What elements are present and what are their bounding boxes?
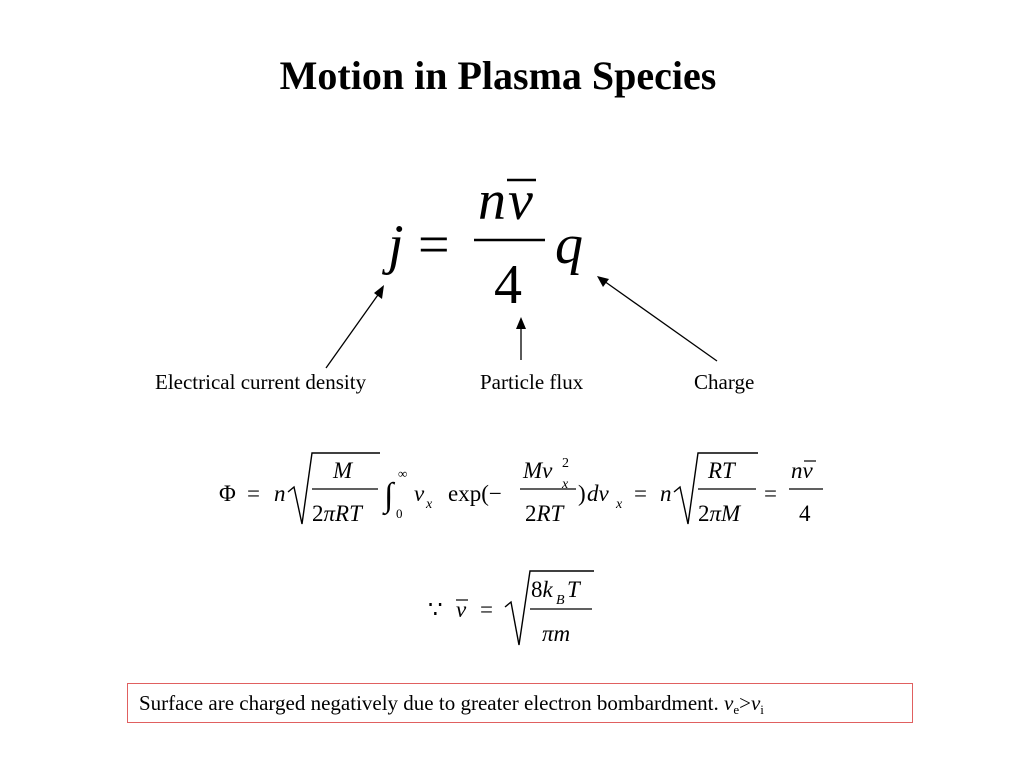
label-particle-flux: Particle flux bbox=[480, 370, 584, 394]
subscript-e: e bbox=[733, 702, 740, 717]
svg-text:0: 0 bbox=[396, 506, 403, 521]
conclusion-note-box: Surface are charged negatively due to gr… bbox=[127, 683, 913, 723]
svg-text:=: = bbox=[418, 214, 450, 276]
svg-text:n: n bbox=[660, 481, 672, 506]
svg-text:dv: dv bbox=[587, 481, 610, 506]
svg-text:∫: ∫ bbox=[382, 477, 396, 516]
svg-text:∵: ∵ bbox=[428, 597, 443, 622]
svg-text:M: M bbox=[332, 458, 354, 483]
svg-text:v: v bbox=[414, 481, 425, 506]
svg-text:Mv: Mv bbox=[522, 458, 553, 483]
svg-text:2πRT: 2πRT bbox=[312, 501, 364, 526]
velocity-symbol-e: v bbox=[724, 691, 734, 715]
svg-text:2πM: 2πM bbox=[698, 501, 742, 526]
svg-text:=: = bbox=[634, 481, 647, 506]
svg-text:2RT: 2RT bbox=[525, 501, 566, 526]
svg-text:Φ: Φ bbox=[219, 481, 236, 506]
svg-text:8k: 8k bbox=[531, 577, 554, 602]
svg-text:exp(−: exp(− bbox=[448, 481, 502, 506]
svg-text:=: = bbox=[764, 481, 777, 506]
svg-text:4: 4 bbox=[494, 254, 522, 316]
svg-text:x: x bbox=[425, 497, 433, 512]
svg-text:RT: RT bbox=[707, 458, 737, 483]
svg-text:n: n bbox=[274, 481, 286, 506]
subscript-i: i bbox=[760, 702, 764, 717]
svg-text:x: x bbox=[561, 477, 569, 492]
conclusion-note-text: Surface are charged negatively due to gr… bbox=[139, 691, 719, 715]
label-current-density: Electrical current density bbox=[155, 370, 367, 394]
greater-than-symbol: > bbox=[739, 691, 751, 715]
svg-text:=: = bbox=[247, 481, 260, 506]
svg-text:v: v bbox=[456, 597, 467, 622]
svg-text:4: 4 bbox=[799, 501, 811, 526]
svg-text:q: q bbox=[555, 214, 583, 276]
svg-text:nv: nv bbox=[791, 458, 814, 483]
slide-title: Motion in Plasma Species bbox=[279, 53, 717, 98]
svg-text:T: T bbox=[567, 577, 582, 602]
velocity-symbol-i: v bbox=[750, 691, 761, 715]
svg-text:=: = bbox=[480, 597, 493, 622]
svg-text:j: j bbox=[382, 214, 404, 276]
svg-text:n: n bbox=[478, 170, 506, 232]
svg-text:): ) bbox=[578, 481, 586, 506]
svg-text:2: 2 bbox=[562, 456, 569, 471]
svg-text:∞: ∞ bbox=[398, 466, 407, 481]
svg-text:x: x bbox=[615, 497, 623, 512]
label-charge: Charge bbox=[694, 370, 755, 394]
svg-text:πm: πm bbox=[542, 621, 570, 646]
svg-text:B: B bbox=[556, 593, 565, 608]
